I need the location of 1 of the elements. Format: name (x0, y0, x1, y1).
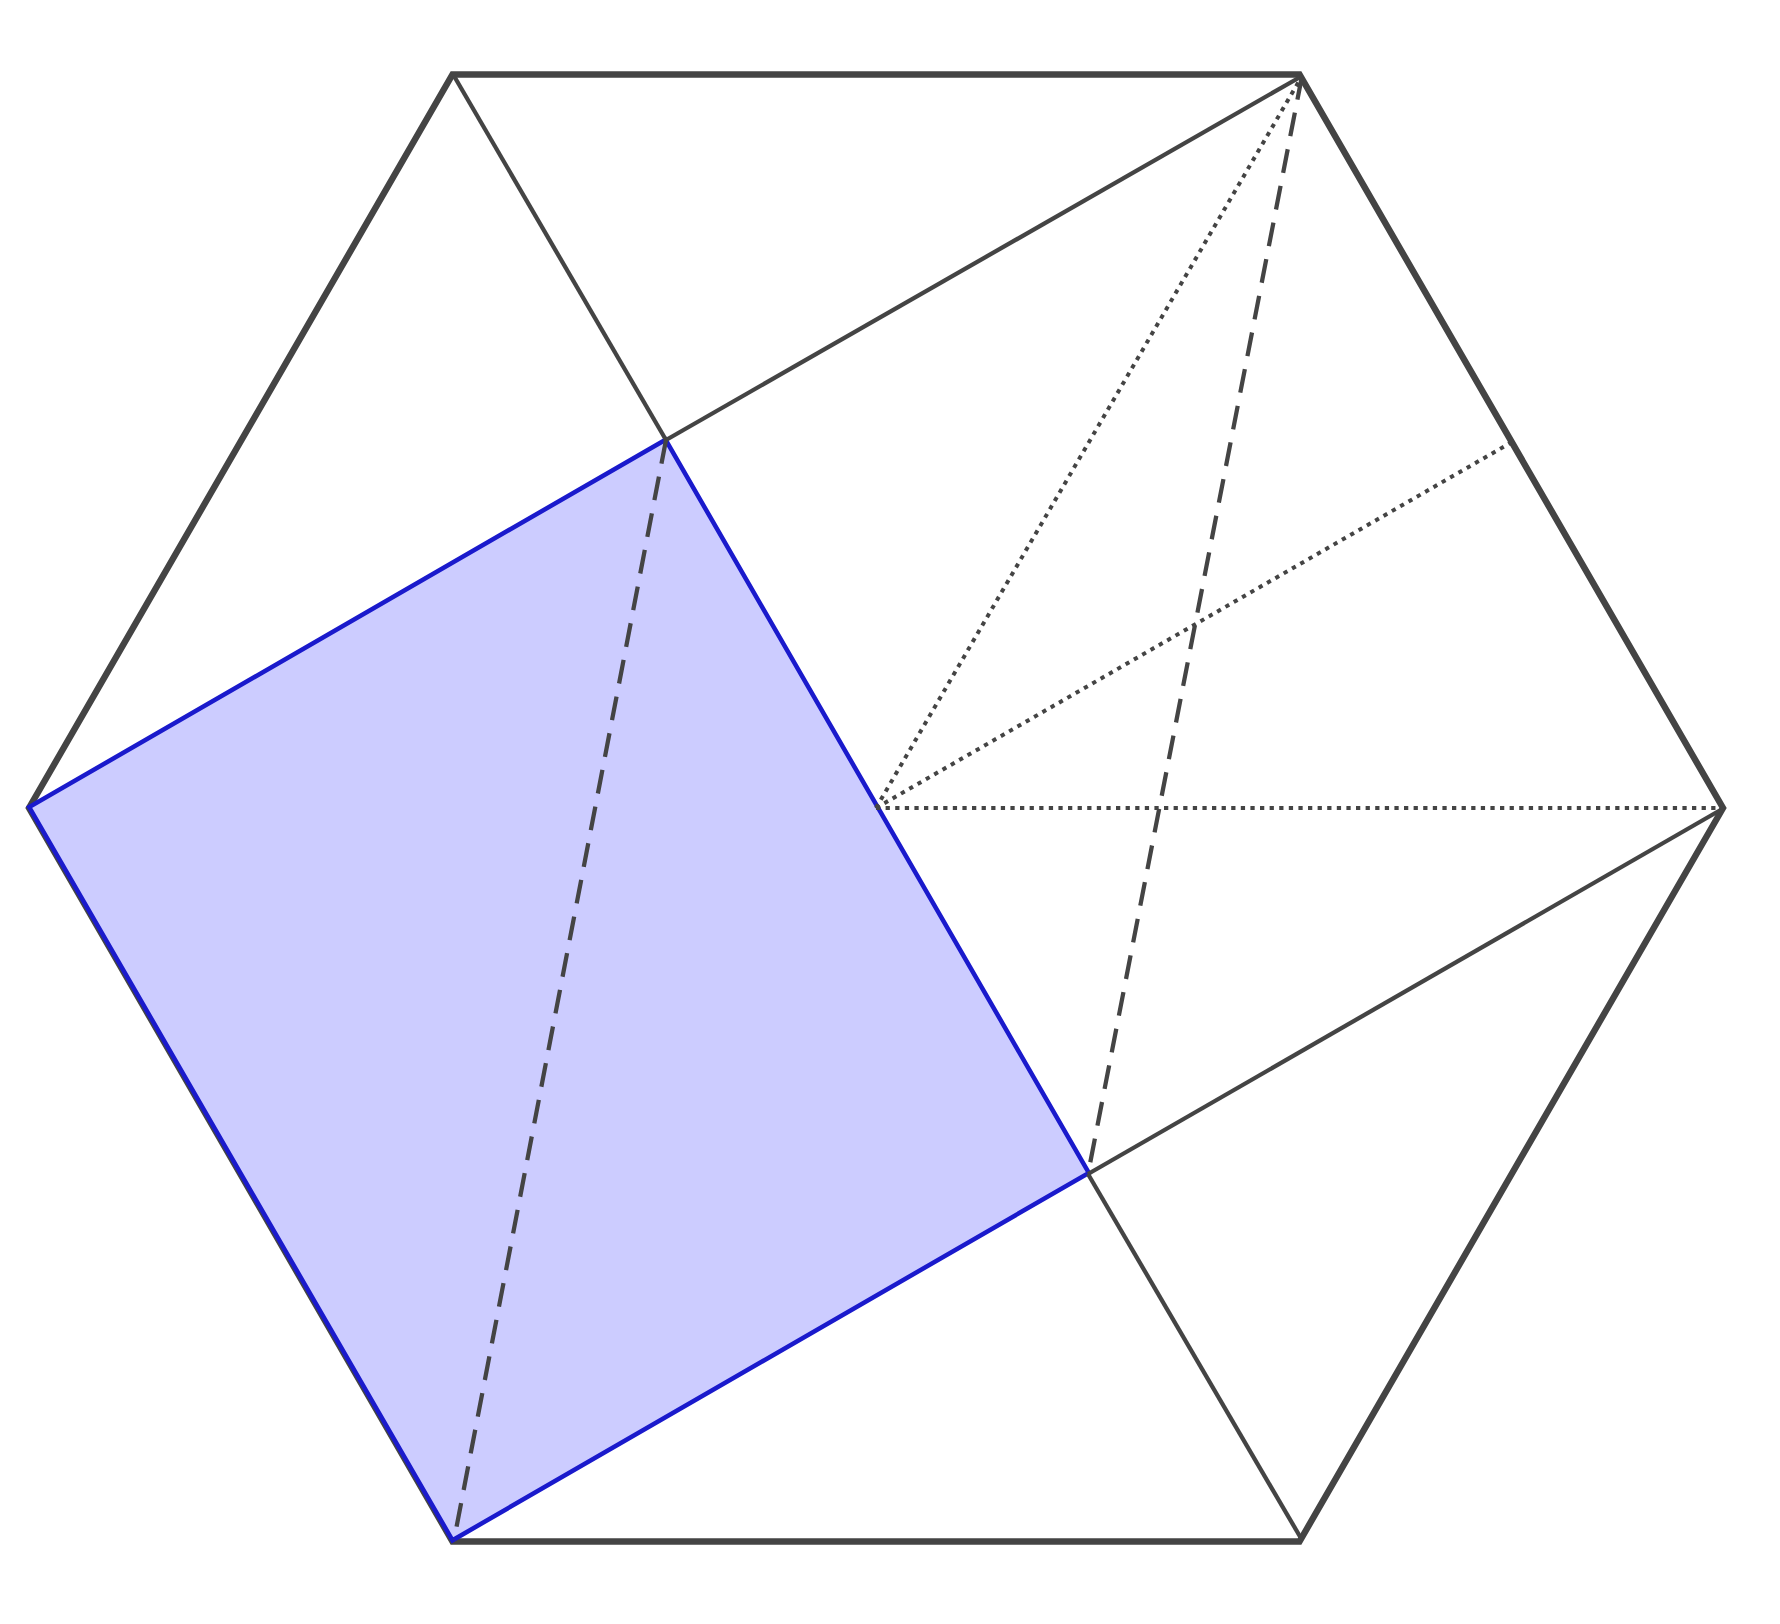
hexagon-shape (25, 71, 1727, 1545)
